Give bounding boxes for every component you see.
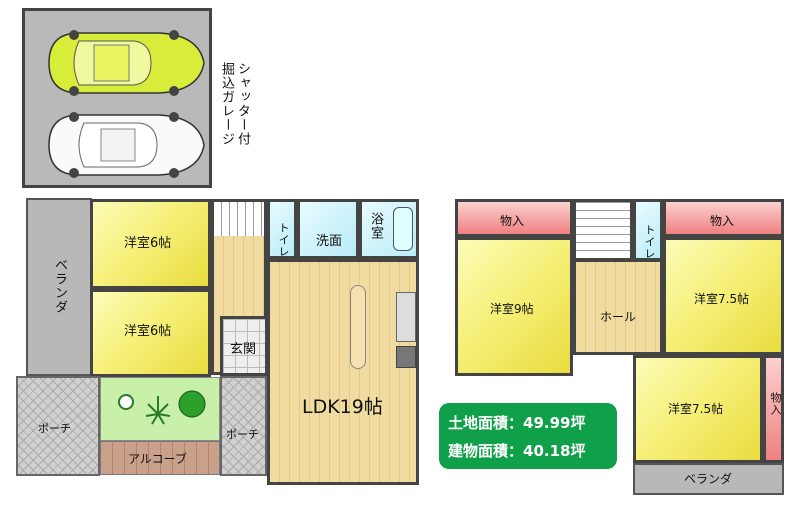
stove-icon <box>396 346 416 368</box>
building-area-text: 建物面積：40.18坪 <box>448 442 586 460</box>
entrance-label: 玄関 <box>230 342 257 357</box>
car-white-icon <box>48 112 205 178</box>
hall-2f-label: ホール <box>600 310 637 324</box>
room-western-9 <box>455 237 573 376</box>
porch-center <box>220 376 267 476</box>
porch-left-label: ポーチ <box>38 422 71 435</box>
washroom-label: 洗面 <box>316 234 343 249</box>
room-western-75-lower-label: 洋室7.5帖 <box>668 402 724 416</box>
washroom <box>297 199 359 259</box>
porch-left <box>16 376 100 476</box>
toilet-1f <box>267 199 297 259</box>
veranda-1f-label: ベランダ <box>52 258 67 314</box>
alcove-label: アルコーブ <box>128 452 187 466</box>
ldk <box>267 259 419 485</box>
closet-left-2f-label: 物入 <box>500 214 525 228</box>
stairs-2f-icon <box>576 202 630 258</box>
room-western-9-label: 洋室9帖 <box>490 302 534 316</box>
closet-side-2f <box>763 355 784 463</box>
ldk-label: LDK19帖 <box>302 396 383 418</box>
garage <box>22 8 212 188</box>
tree-icon <box>118 390 206 425</box>
room-western-75-upper <box>663 237 784 355</box>
bathtub-icon <box>393 207 413 251</box>
toilet-2f-label: トイレ <box>643 224 656 260</box>
alcove <box>100 441 220 475</box>
sink-icon <box>396 292 416 342</box>
closet-left-2f <box>455 199 573 237</box>
area-badge <box>439 403 617 469</box>
bathroom-label: 浴室 <box>368 212 383 240</box>
garage-label: シャッター付 掘込ガレージ <box>219 62 250 146</box>
toilet-1f-label: トイレ <box>277 222 290 258</box>
room-western-75-upper-label: 洋室7.5帖 <box>694 292 750 306</box>
room-western-75-lower <box>633 355 763 463</box>
veranda-2f <box>633 463 784 495</box>
veranda-2f-label: ベランダ <box>684 472 733 486</box>
closet-side-2f-label: 物入 <box>769 392 782 416</box>
closet-right-2f <box>663 199 784 237</box>
room-western-6-lower-label: 洋室6帖 <box>124 324 172 339</box>
hall-2f <box>573 259 663 355</box>
veranda-1f <box>26 198 92 376</box>
room-western-6-upper-label: 洋室6帖 <box>124 236 172 251</box>
car-lime-icon <box>48 30 205 96</box>
kitchen-counter <box>350 285 366 369</box>
stairs-1f-icon <box>214 202 264 236</box>
room-western-6-lower <box>90 289 211 377</box>
land-area-text: 土地面積：49.99坪 <box>448 414 586 432</box>
closet-right-2f-label: 物入 <box>710 214 735 228</box>
room-western-6-upper <box>90 199 211 289</box>
entrance <box>220 316 268 376</box>
porch-center-label: ポーチ <box>226 428 259 441</box>
